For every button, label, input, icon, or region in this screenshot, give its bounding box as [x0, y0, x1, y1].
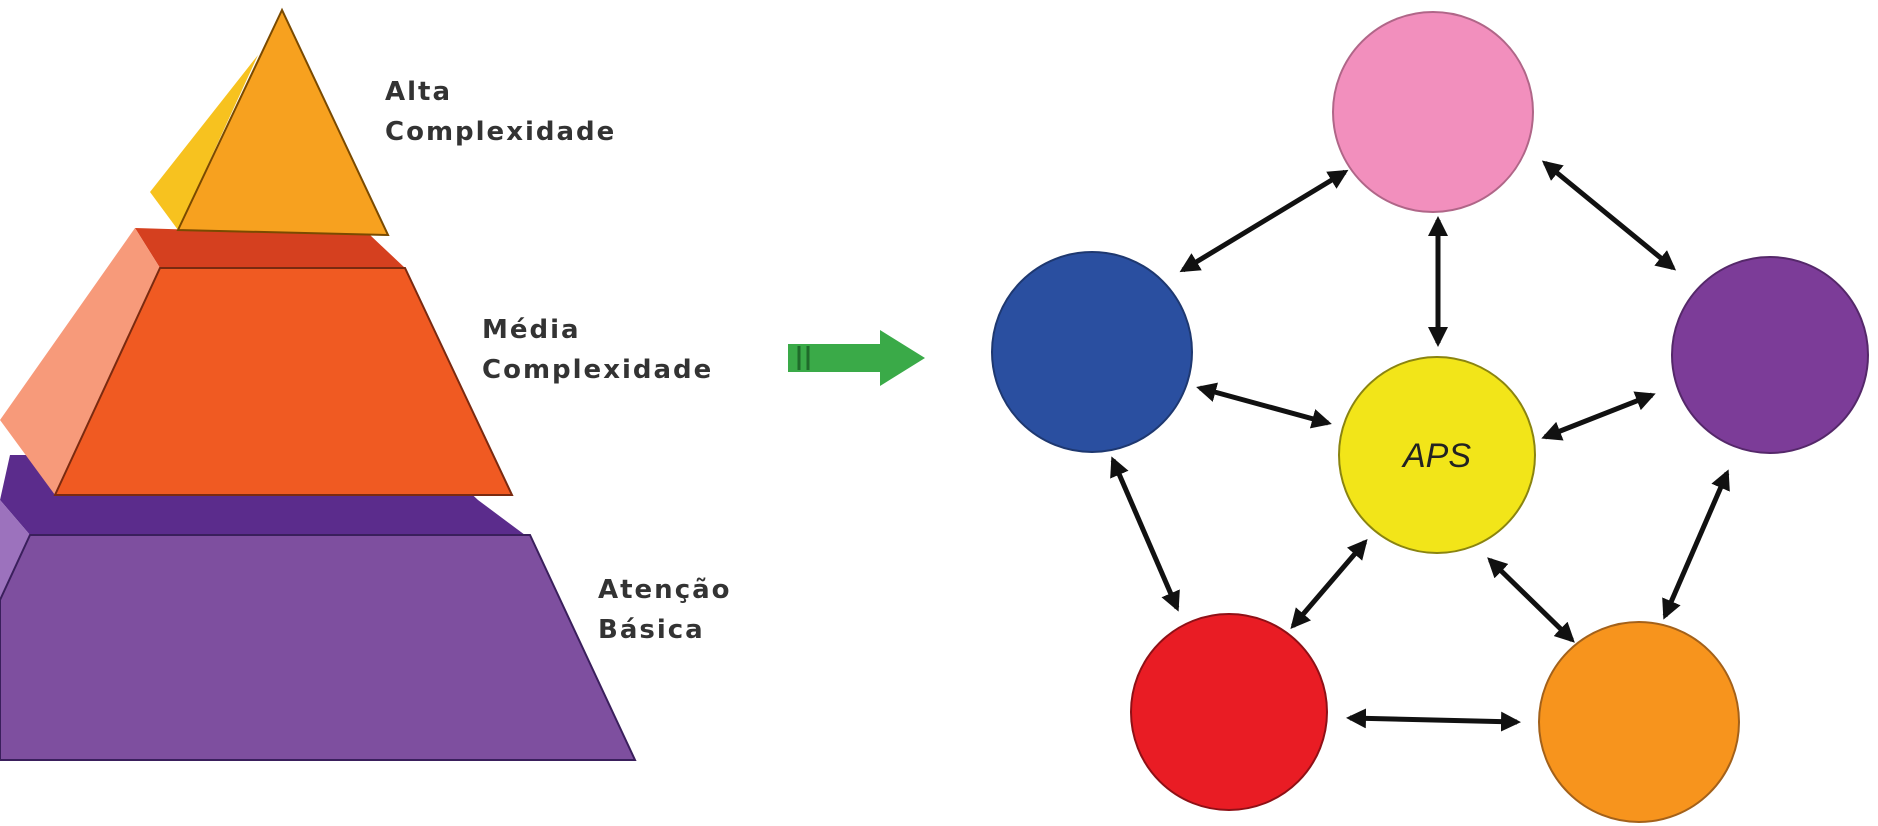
label-atencao-line1: Atenção [598, 575, 732, 605]
edge-red-orange [1346, 708, 1521, 732]
edge-aps-red [1290, 538, 1368, 630]
label-media-line2: Complexidade [482, 355, 713, 385]
label-alta-complexidade: Alta Complexidade [385, 77, 616, 147]
network-node-orange [1538, 621, 1740, 823]
pyramid-middle-side-face [0, 228, 160, 495]
network-node-red [1130, 613, 1328, 811]
pyramid-top-side-face [150, 55, 258, 230]
edge-pink-purple [1541, 160, 1677, 271]
network-connections [1110, 160, 1730, 732]
label-media-complexidade: Média Complexidade [482, 315, 713, 385]
network-node-pink [1332, 11, 1534, 213]
pyramid: Alta Complexidade Média Complexidade Ate… [0, 7, 743, 761]
label-atencao-line2: Básica [598, 615, 705, 645]
pyramid-tier-bottom [0, 455, 637, 761]
network-node-blue [991, 251, 1193, 453]
network-node-aps: APS [1338, 356, 1536, 554]
care-network: APS [991, 11, 1869, 823]
pyramid-top-front-face [176, 7, 390, 237]
pyramid-middle-top-face [135, 228, 405, 268]
label-media-line1: Média [482, 315, 581, 345]
pyramid-bottom-front-face [0, 534, 637, 761]
aps-circle [1338, 356, 1536, 554]
edge-aps-orange [1487, 557, 1575, 643]
edge-blue-red [1110, 456, 1180, 612]
green-arrow-body [788, 330, 925, 386]
pyramid-tier-top [150, 7, 390, 237]
label-atencao-basica: Atenção Básica [598, 575, 743, 645]
edge-purple-orange [1662, 469, 1730, 620]
label-alta-line1: Alta [385, 77, 452, 107]
transition-arrow-icon [788, 330, 925, 386]
edge-blue-aps [1196, 382, 1332, 429]
label-alta-line2: Complexidade [385, 117, 616, 147]
aps-label: APS [1401, 437, 1471, 475]
edge-purple-aps [1541, 391, 1656, 441]
network-node-purple [1671, 256, 1869, 454]
pyramid-middle-front-face [53, 267, 514, 496]
pyramid-bottom-side-face [0, 500, 30, 600]
edge-pink-blue [1179, 169, 1349, 273]
pyramid-tier-middle [0, 228, 514, 496]
